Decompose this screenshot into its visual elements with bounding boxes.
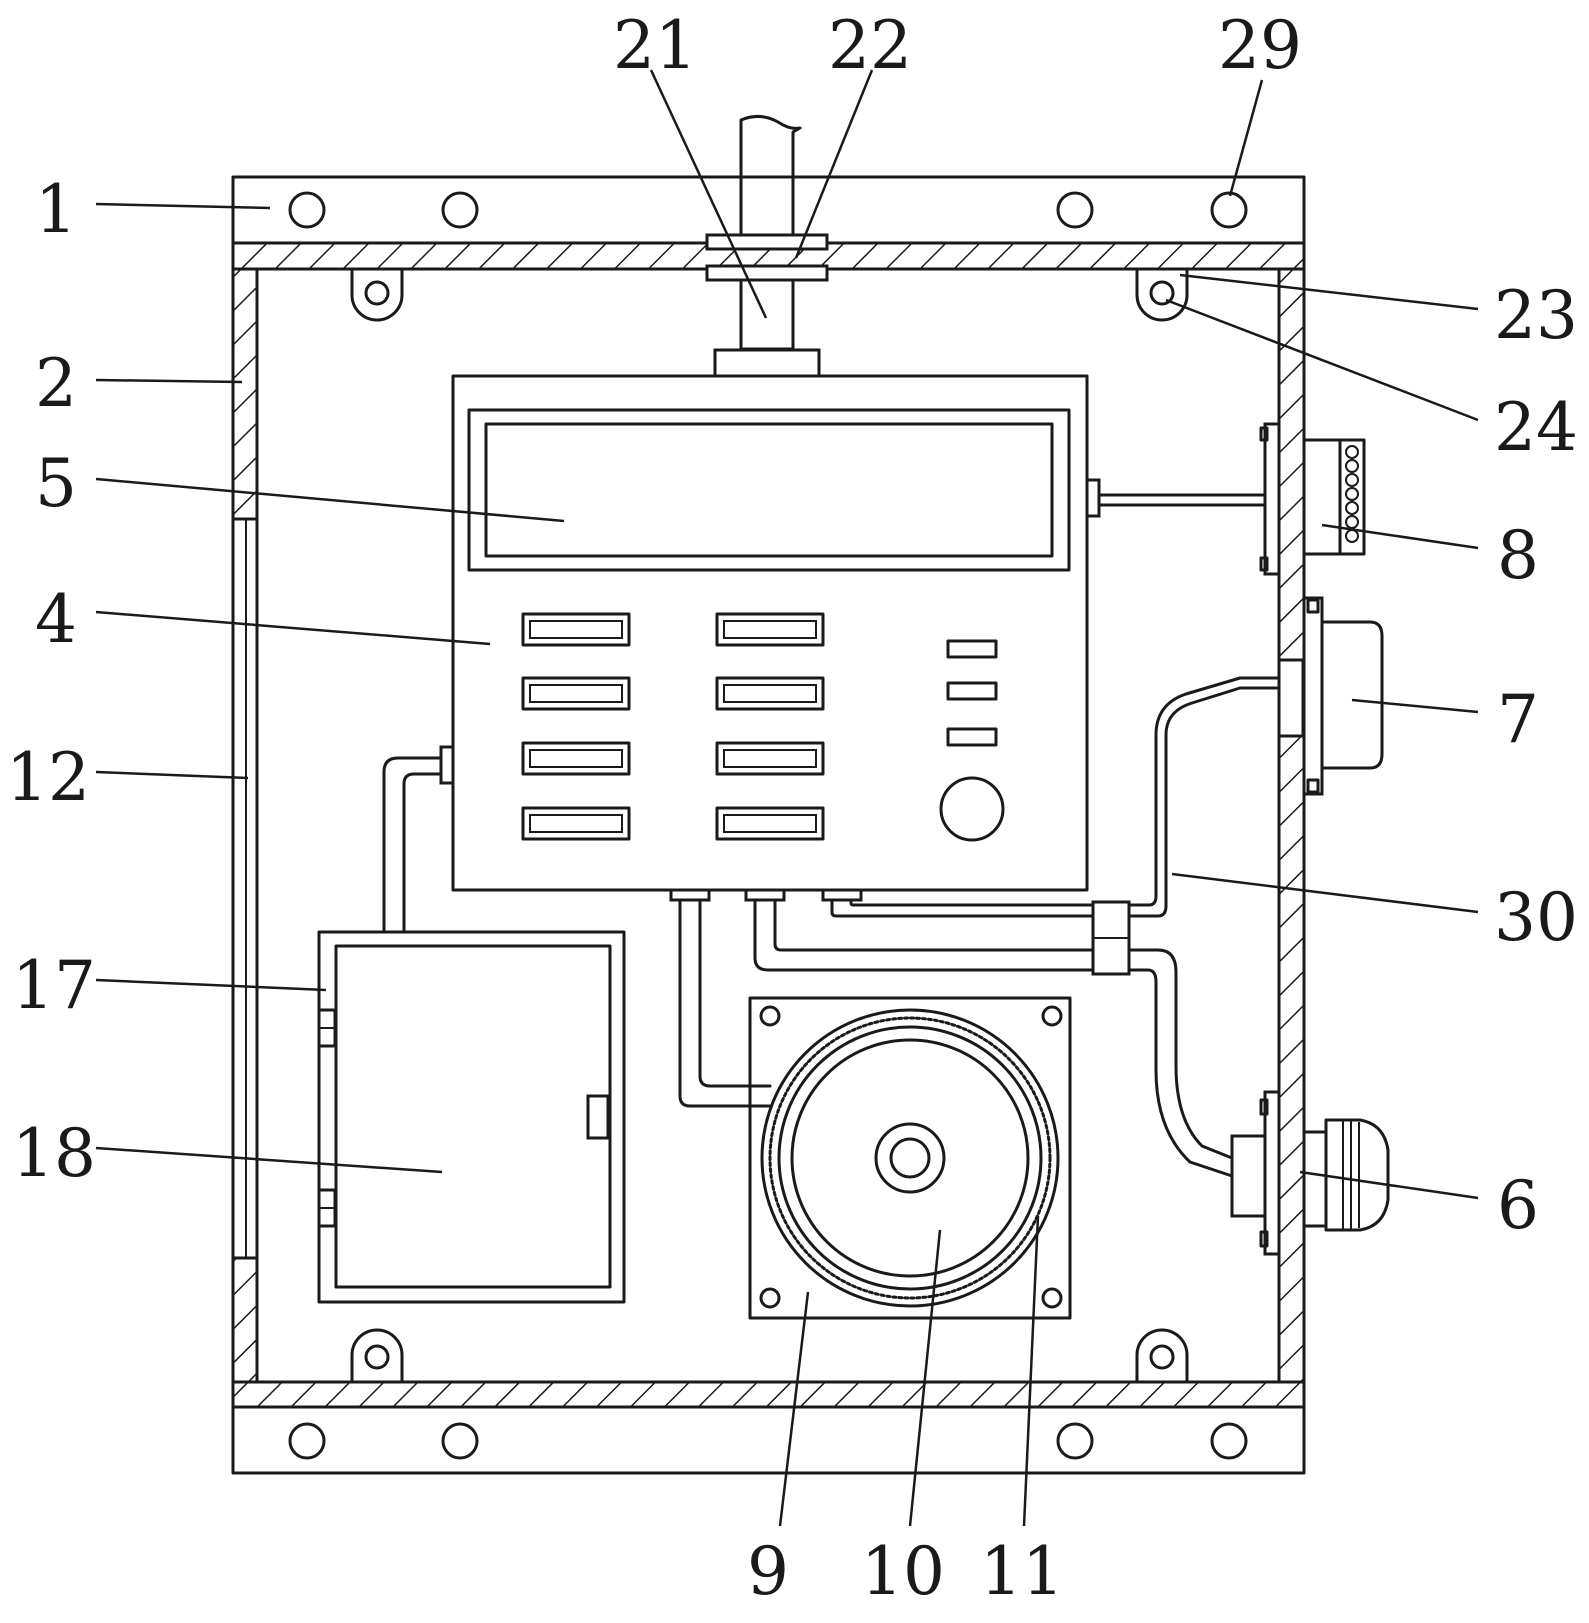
callout-7: 7 [1497,681,1539,758]
callout-1: 1 [35,171,77,248]
callouts: 1 2 5 4 12 17 18 21 22 29 23 24 8 7 30 6… [6,7,1578,1610]
callout-10: 10 [861,1533,945,1610]
display-cable [1097,493,1267,507]
inlet-pipe [705,115,829,378]
callout-5: 5 [35,445,77,522]
leader-lines [95,69,1479,1527]
battery-box [317,756,626,1304]
callout-8: 8 [1497,517,1539,594]
callout-21: 21 [613,7,697,84]
mounting-lugs [350,267,1189,1384]
connector-7 [1277,596,1384,796]
callout-30: 30 [1494,879,1578,956]
callout-23: 23 [1494,277,1578,354]
connector-8 [1259,422,1366,576]
control-box [439,374,1101,902]
callout-11: 11 [980,1533,1064,1610]
pump-assembly [748,996,1072,1320]
button-grid [521,612,825,841]
callout-2: 2 [35,345,77,422]
display-screen [467,408,1071,572]
callout-4: 4 [35,581,77,658]
callout-18: 18 [12,1115,96,1192]
housing-walls [231,241,1306,1409]
callout-9: 9 [747,1533,789,1610]
connector-6 [1230,1090,1390,1256]
cable-bundle [678,676,1281,1178]
top-mounting-plate [231,175,1306,245]
control-knob [939,776,1005,842]
callout-17: 17 [12,947,96,1024]
callout-24: 24 [1494,389,1578,466]
callout-29: 29 [1218,7,1302,84]
callout-6: 6 [1497,1167,1539,1244]
bottom-mounting-plate [231,1405,1306,1475]
callout-22: 22 [828,7,912,84]
callout-12: 12 [6,739,90,816]
